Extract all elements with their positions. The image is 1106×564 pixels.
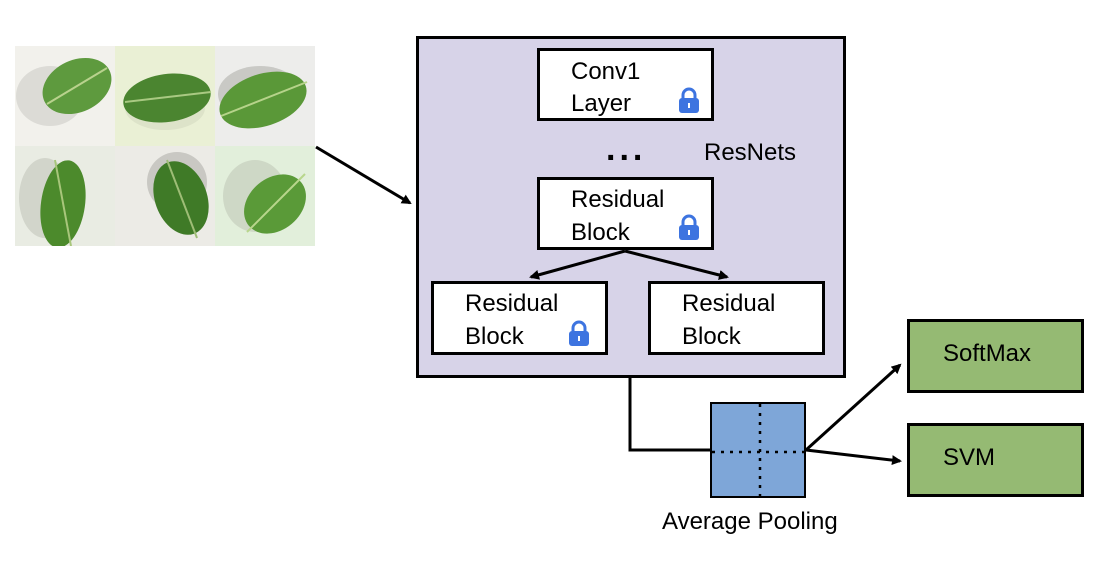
lock-icon [679, 87, 699, 113]
residual-block-line2: Block [465, 323, 524, 350]
leaf-image-grid [15, 46, 315, 246]
softmax-label: SoftMax [943, 340, 1032, 367]
lock-icon [679, 214, 699, 240]
arrow-images-to-resnet [315, 145, 412, 205]
average-pooling-square [710, 402, 806, 498]
ellipsis: ... [606, 130, 647, 168]
leaf-icon [218, 66, 308, 129]
residual-block-line1: Residual [571, 186, 665, 213]
svm-box: SVM [907, 423, 1084, 497]
leaf-tile [215, 146, 315, 246]
residual-block-line2: Block [682, 323, 741, 350]
residual-block-line1: Residual [682, 290, 776, 317]
leaf-tile [115, 146, 215, 246]
arrow-block-to-left [529, 249, 626, 280]
residual-block-top: Residual Block [537, 177, 714, 250]
leaf-icon [147, 152, 209, 239]
lock-icon [569, 320, 589, 346]
conv1-layer-box: Conv1 Layer [537, 48, 714, 121]
arrow-block-to-right [624, 249, 729, 280]
leaf-tile [15, 146, 115, 246]
svm-label: SVM [943, 444, 996, 471]
average-pooling-label: Average Pooling [662, 508, 838, 535]
pooling-grid-lines [712, 404, 804, 496]
leaf-tile [115, 46, 215, 146]
leaf-icon [16, 57, 112, 126]
residual-block-right: Residual Block [648, 281, 825, 355]
resnet-to-pooling-line [628, 378, 710, 452]
leaf-icon [19, 158, 86, 246]
residual-block-left: Residual Block [431, 281, 608, 355]
leaf-icon [223, 160, 306, 234]
residual-block-line1: Residual [465, 290, 559, 317]
leaf-tile [15, 46, 115, 146]
resnet-label: ResNets [704, 139, 797, 166]
residual-block-line2: Block [571, 219, 630, 246]
leaf-icon [123, 73, 212, 130]
conv1-line1: Conv1 [571, 58, 641, 85]
softmax-box: SoftMax [907, 319, 1084, 393]
arrow-pooling-to-softmax [804, 363, 902, 452]
arrow-pooling-to-svm [805, 448, 902, 466]
leaf-tile [215, 46, 315, 146]
conv1-line2: Layer [571, 90, 632, 117]
